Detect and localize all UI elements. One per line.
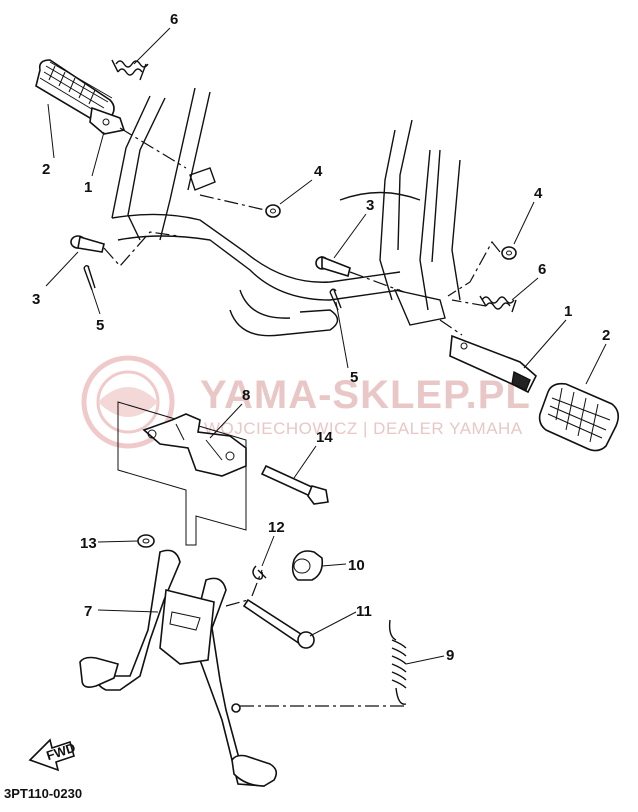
watermark-title: YAMA-SKLEP.PL	[200, 373, 531, 417]
callout-7: 7	[84, 603, 92, 620]
watermark-subtitle: WOJCIECHOWICZ | DEALER YAMAHA	[204, 419, 523, 438]
callout-5-right: 5	[350, 369, 358, 386]
callout-6-left: 6	[170, 11, 178, 28]
callout-10: 10	[348, 557, 365, 574]
frame-tubes	[111, 87, 461, 337]
callout-3-left: 3	[32, 291, 40, 308]
assembly-lines-left	[103, 127, 266, 267]
washer-left	[265, 204, 281, 218]
washer-right	[501, 246, 517, 260]
callout-12: 12	[268, 519, 285, 536]
washer-13	[137, 534, 155, 548]
callout-3-right: 3	[366, 197, 374, 214]
footrest-right	[538, 382, 620, 452]
pin-right	[315, 255, 351, 278]
bolt-14	[260, 464, 329, 505]
assembly-lines-right	[349, 240, 501, 336]
callout-4-right: 4	[534, 185, 543, 202]
footrest-bracket-left	[89, 106, 126, 135]
callout-6-right: 6	[538, 261, 546, 278]
shaft-11	[242, 598, 315, 649]
callout-14: 14	[316, 429, 333, 446]
footrest-bracket-right	[449, 334, 537, 394]
clip-12	[252, 565, 267, 580]
callout-9: 9	[446, 647, 454, 664]
callout-labels: 6 2 1 4 3 5 3 4 6 5 1 2 8 14 13 12 10 7 …	[32, 11, 610, 664]
watermark: YAMA-SKLEP.PL WOJCIECHOWICZ | DEALER YAM…	[81, 355, 531, 449]
spring-left	[111, 59, 149, 81]
footrest-left	[35, 59, 115, 125]
callout-11: 11	[356, 603, 372, 620]
spring-9	[388, 619, 407, 705]
assembly-lines-stand	[195, 516, 404, 707]
callout-8: 8	[242, 387, 250, 404]
bushing-10	[291, 550, 324, 581]
cotter-pin-left	[83, 265, 96, 291]
callout-leaders	[45, 27, 607, 665]
pin-left	[70, 235, 105, 253]
stand-bracket	[142, 413, 247, 477]
callout-2-right: 2	[602, 327, 610, 344]
callout-1-right: 1	[564, 303, 572, 320]
callout-2-left: 2	[42, 161, 50, 178]
forward-arrow-icon: FWD	[28, 738, 77, 772]
callout-5-left: 5	[96, 317, 104, 334]
callout-1-left: 1	[84, 179, 92, 196]
main-stand	[79, 549, 278, 787]
callout-4-left: 4	[314, 163, 323, 180]
spring-right	[479, 295, 517, 313]
diagram-code: 3PT110-0230	[4, 786, 82, 801]
callout-13: 13	[80, 535, 97, 552]
